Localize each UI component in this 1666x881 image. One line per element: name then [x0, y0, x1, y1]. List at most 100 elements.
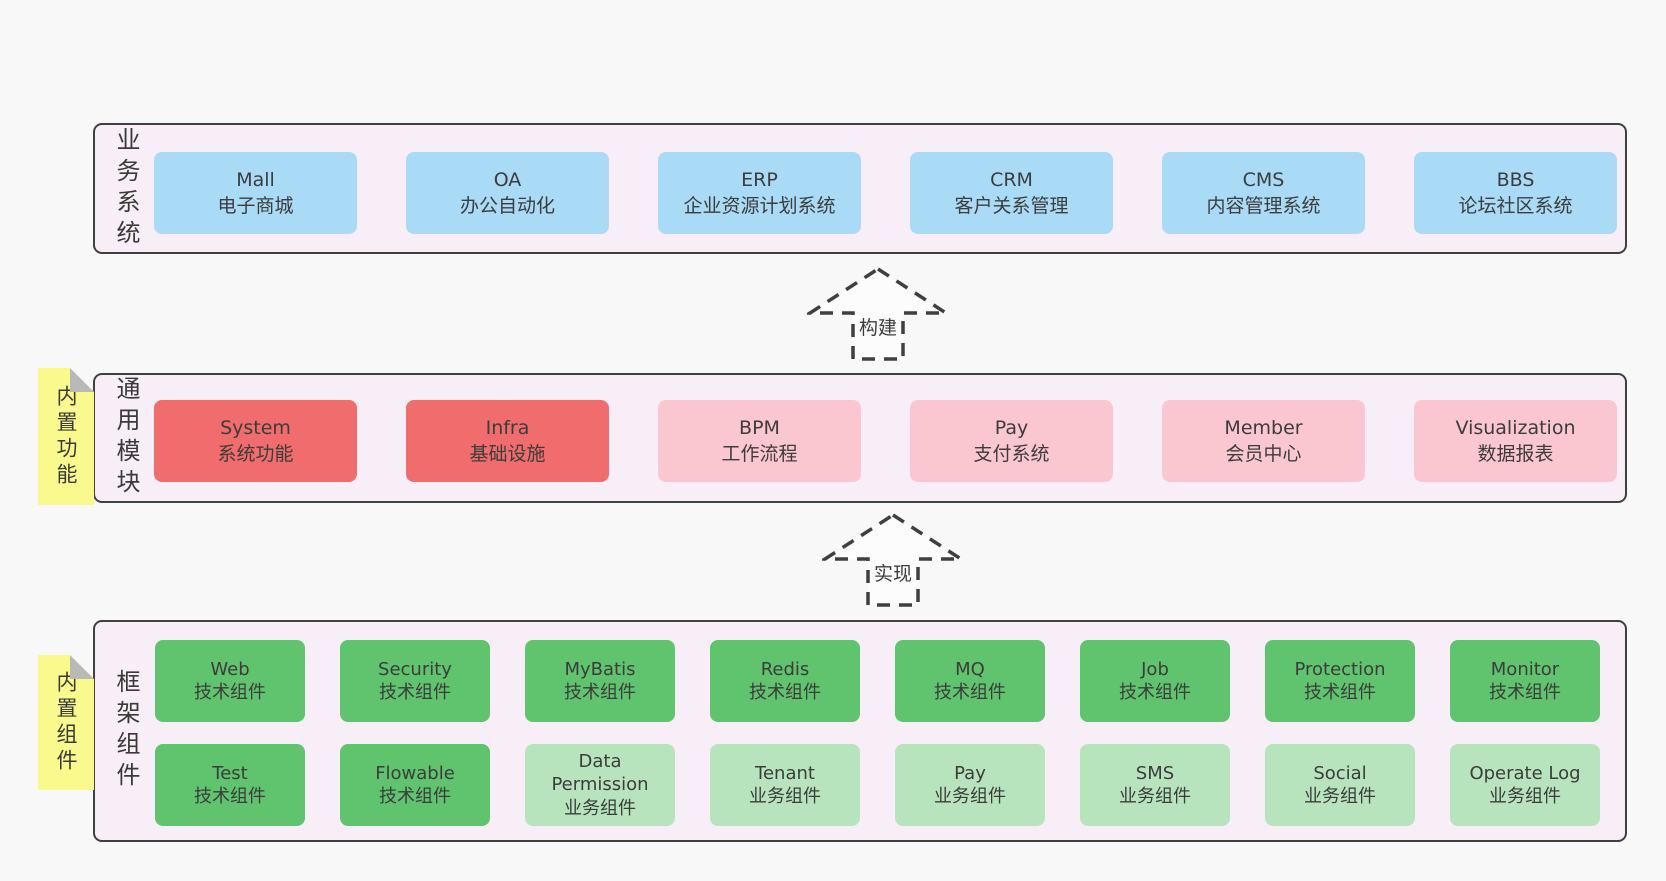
node-subtitle: 业务组件 — [564, 797, 636, 819]
node-title: Flowable — [375, 762, 455, 784]
node-pay-biz: Pay 业务组件 — [895, 744, 1045, 826]
node-member: Member 会员中心 — [1162, 400, 1365, 482]
build-arrow-icon: 构建 — [807, 266, 949, 361]
node-subtitle: 技术组件 — [1304, 682, 1376, 703]
node-subtitle: 业务组件 — [1489, 786, 1561, 807]
node-title: Tenant — [755, 762, 815, 784]
node-subtitle: 技术组件 — [934, 682, 1006, 703]
node-title: CRM — [990, 168, 1033, 191]
node-title: CMS — [1242, 168, 1285, 191]
node-subtitle: 数据报表 — [1477, 443, 1554, 465]
node-subtitle: 技术组件 — [1489, 682, 1561, 703]
framework-components-layer: 框架组件 Web 技术组件 Security 技术组件 MyBatis 技术组件… — [93, 620, 1627, 842]
sticky-fold-corner-icon — [70, 655, 94, 679]
node-subtitle: 内容管理系统 — [1206, 195, 1321, 217]
node-title: Web — [210, 658, 250, 680]
node-title: Member — [1224, 416, 1303, 439]
node-title: MQ — [955, 658, 985, 680]
node-crm: CRM 客户关系管理 — [910, 152, 1113, 234]
node-operate-log: Operate Log 业务组件 — [1450, 744, 1600, 826]
sticky-label: 内置功能 — [54, 384, 78, 489]
node-subtitle: 会员中心 — [1225, 443, 1302, 465]
node-title: System — [220, 416, 291, 439]
node-subtitle: 业务组件 — [1119, 786, 1191, 807]
implement-arrow-icon: 实现 — [822, 512, 964, 607]
node-erp: ERP 企业资源计划系统 — [658, 152, 861, 234]
node-title: MyBatis — [564, 658, 636, 680]
node-title: Pay — [954, 762, 986, 784]
common-modules-layer: 通用模块 System 系统功能 Infra 基础设施 BPM 工作流程 Pay… — [93, 373, 1627, 503]
node-monitor: Monitor 技术组件 — [1450, 640, 1600, 722]
business-row: Mall 电子商城 OA 办公自动化 ERP 企业资源计划系统 CRM 客户关系… — [154, 152, 1617, 234]
business-layer-label: 业务系统 — [112, 126, 140, 251]
node-subtitle: 论坛社区系统 — [1458, 195, 1573, 217]
node-bpm: BPM 工作流程 — [658, 400, 861, 482]
node-title: Protection — [1294, 658, 1386, 680]
node-title: Visualization — [1455, 416, 1576, 439]
node-subtitle: 业务组件 — [934, 786, 1006, 807]
node-redis: Redis 技术组件 — [710, 640, 860, 722]
node-title: Redis — [760, 658, 810, 680]
builtin-features-sticky-note: 内置功能 — [38, 368, 94, 505]
node-subtitle: 基础设施 — [469, 443, 546, 465]
node-title: Pay — [994, 416, 1029, 439]
node-title: Mall — [236, 168, 275, 191]
builtin-components-sticky-note: 内置组件 — [38, 655, 94, 790]
node-oa: OA 办公自动化 — [406, 152, 609, 234]
node-subtitle: 业务组件 — [1304, 786, 1376, 807]
node-cms: CMS 内容管理系统 — [1162, 152, 1365, 234]
node-subtitle: 客户关系管理 — [954, 195, 1069, 217]
components-layer-label: 框架组件 — [112, 669, 140, 793]
node-subtitle: 支付系统 — [973, 443, 1050, 465]
node-mq: MQ 技术组件 — [895, 640, 1045, 722]
modules-layer-label: 通用模块 — [112, 376, 140, 500]
node-subtitle: 业务组件 — [749, 786, 821, 807]
node-bbs: BBS 论坛社区系统 — [1414, 152, 1617, 234]
node-web: Web 技术组件 — [155, 640, 305, 722]
build-arrow-label: 构建 — [859, 317, 897, 339]
node-title: Social — [1313, 762, 1367, 784]
node-pay: Pay 支付系统 — [910, 400, 1113, 482]
node-subtitle: 电子商城 — [217, 195, 294, 217]
node-system: System 系统功能 — [154, 400, 357, 482]
node-subtitle: 企业资源计划系统 — [683, 195, 836, 217]
node-tenant: Tenant 业务组件 — [710, 744, 860, 826]
node-title: OA — [493, 168, 522, 191]
node-title: Data Permission — [551, 751, 649, 796]
node-infra: Infra 基础设施 — [406, 400, 609, 482]
node-social: Social 业务组件 — [1265, 744, 1415, 826]
node-subtitle: 系统功能 — [217, 443, 294, 465]
node-mall: Mall 电子商城 — [154, 152, 357, 234]
node-title: BPM — [739, 416, 780, 439]
node-title: Test — [212, 762, 248, 784]
node-subtitle: 技术组件 — [194, 786, 266, 807]
node-subtitle: 技术组件 — [749, 682, 821, 703]
node-sms: SMS 业务组件 — [1080, 744, 1230, 826]
node-visualization: Visualization 数据报表 — [1414, 400, 1617, 482]
node-flowable: Flowable 技术组件 — [340, 744, 490, 826]
node-subtitle: 技术组件 — [564, 682, 636, 703]
node-subtitle: 技术组件 — [194, 682, 266, 703]
sticky-fold-corner-icon — [70, 368, 94, 392]
node-title: Operate Log — [1469, 762, 1581, 784]
node-data-permission: Data Permission 业务组件 — [525, 744, 675, 826]
node-title: Infra — [485, 416, 530, 439]
node-title: Job — [1141, 658, 1169, 680]
business-systems-layer: 业务系统 Mall 电子商城 OA 办公自动化 ERP 企业资源计划系统 CRM… — [93, 123, 1627, 254]
implement-arrow-label: 实现 — [874, 563, 912, 585]
node-job: Job 技术组件 — [1080, 640, 1230, 722]
node-mybatis: MyBatis 技术组件 — [525, 640, 675, 722]
node-subtitle: 技术组件 — [1119, 682, 1191, 703]
sticky-label: 内置组件 — [54, 670, 78, 775]
modules-row: System 系统功能 Infra 基础设施 BPM 工作流程 Pay 支付系统… — [154, 400, 1617, 482]
node-subtitle: 办公自动化 — [459, 195, 555, 217]
node-title: ERP — [741, 168, 778, 191]
node-protection: Protection 技术组件 — [1265, 640, 1415, 722]
node-title: Security — [378, 658, 452, 680]
node-title: Monitor — [1490, 658, 1560, 680]
node-title: BBS — [1496, 168, 1535, 191]
components-row-1: Web 技术组件 Security 技术组件 MyBatis 技术组件 Redi… — [155, 640, 1600, 722]
components-row-2: Test 技术组件 Flowable 技术组件 Data Permission … — [155, 744, 1600, 826]
node-security: Security 技术组件 — [340, 640, 490, 722]
